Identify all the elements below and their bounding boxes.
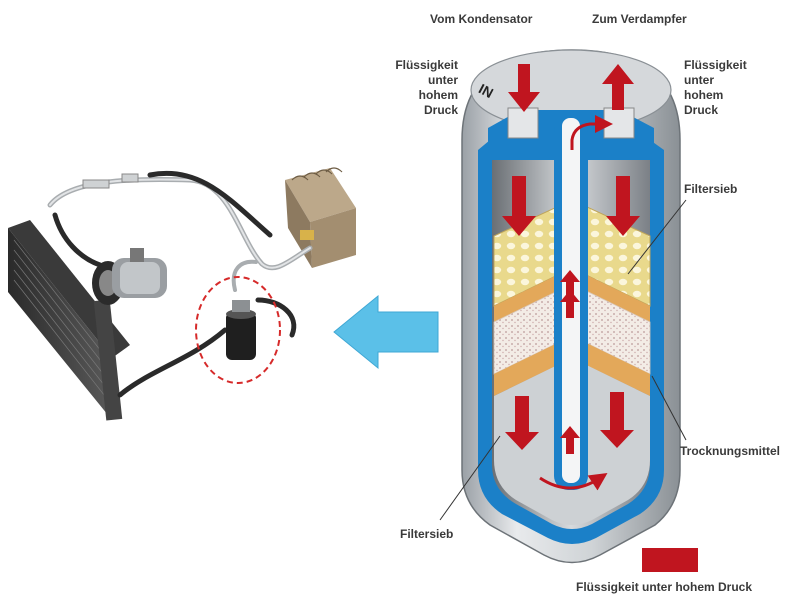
compressor bbox=[92, 248, 167, 305]
label-liquid-left-line: hohem bbox=[418, 88, 458, 102]
label-liquid-left-line: unter bbox=[428, 73, 458, 87]
label-liquid-right-line: unter bbox=[684, 73, 714, 87]
label-desiccant: Trocknungsmittel bbox=[680, 444, 781, 458]
label-filter-screen-bottom: Filtersieb bbox=[400, 527, 454, 541]
label-liquid-right-line: Flüssigkeit bbox=[684, 58, 747, 72]
label-from-condenser: Vom Kondensator bbox=[430, 12, 533, 26]
pointer-arrow bbox=[333, 294, 439, 370]
highlight-circle bbox=[195, 276, 281, 384]
ac-system-illustration bbox=[8, 167, 356, 421]
label-liquid-right: Flüssigkeit unter hohem Druck bbox=[684, 58, 774, 118]
leader-lines bbox=[439, 199, 687, 521]
label-liquid-left: Flüssigkeit unter hohem Druck bbox=[378, 58, 458, 118]
legend-label: Flüssigkeit unter hohem Druck bbox=[576, 580, 753, 594]
label-liquid-left-line: Druck bbox=[423, 103, 458, 117]
label-liquid-left-line: Flüssigkeit bbox=[395, 58, 458, 72]
label-filter-screen-right: Filtersieb bbox=[684, 182, 738, 196]
refrigerant-lines bbox=[47, 170, 313, 398]
flow-arrows bbox=[502, 64, 640, 454]
legend-swatch bbox=[642, 548, 698, 572]
condenser bbox=[8, 220, 130, 421]
receiver-drier-cutaway: IN bbox=[439, 49, 687, 564]
label-to-evaporator: Zum Verdampfer bbox=[592, 12, 687, 26]
receiver-drier-small bbox=[226, 300, 256, 360]
label-liquid-right-line: hohem bbox=[684, 88, 724, 102]
in-marker: IN bbox=[476, 80, 496, 101]
label-liquid-right-line: Druck bbox=[684, 103, 719, 117]
evaporator bbox=[285, 167, 356, 268]
